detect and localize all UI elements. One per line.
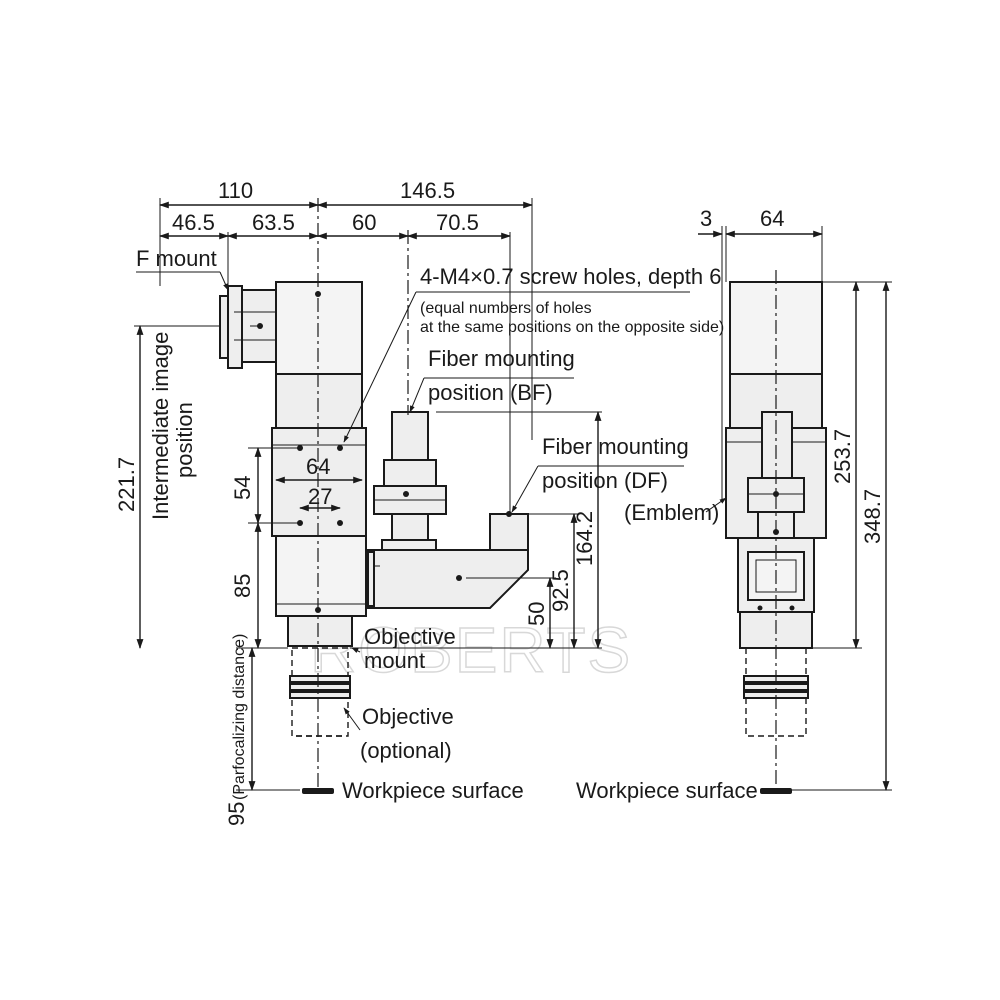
front-view: 3 64 253.7 348.7 (Emblem) Workpiece surf…	[576, 206, 892, 803]
dim-164-2: 164.2	[572, 511, 597, 566]
label-intermediate-2: position	[172, 402, 197, 478]
dim-221-7: 221.7	[114, 457, 139, 512]
label-intermediate-1: Intermediate image	[148, 332, 173, 520]
label-objective-mount-1: Objective	[364, 624, 456, 649]
dim-110: 110	[218, 178, 253, 203]
f-mount	[219, 285, 277, 369]
label-fiber-bf-1: Fiber mounting	[428, 346, 575, 371]
dim-60: 60	[352, 210, 376, 235]
objective-optional	[289, 647, 351, 737]
dim-92-5: 92.5	[548, 569, 573, 612]
label-f-mount: F mount	[136, 246, 217, 271]
dim-85: 85	[230, 574, 255, 598]
dim-3: 3	[700, 206, 712, 231]
label-workpiece-side: Workpiece surface	[342, 778, 524, 803]
label-fiber-bf-2: position (BF)	[428, 380, 553, 405]
workpiece-front	[760, 788, 792, 794]
label-objective-2: (optional)	[360, 738, 452, 763]
label-workpiece-front: Workpiece surface	[576, 778, 758, 803]
dim-64-front: 64	[760, 206, 784, 231]
label-screw-holes: 4-M4×0.7 screw holes, depth 6	[420, 264, 721, 289]
label-fiber-df-2: position (DF)	[542, 468, 668, 493]
dim-46-5: 46.5	[172, 210, 215, 235]
label-objective-1: Objective	[362, 704, 454, 729]
label-screw-note-1: (equal numbers of holes	[420, 300, 592, 317]
dim-348-7: 348.7	[860, 489, 885, 544]
dim-27: 27	[308, 484, 332, 509]
label-screw-note-2: at the same positions on the opposite si…	[420, 319, 724, 336]
dim-95: 95	[224, 802, 249, 826]
middle-body	[271, 427, 367, 537]
side-view: 110 146.5 46.5 63.5 60 70.5 F mount 4-M4…	[114, 178, 724, 826]
dim-70-5: 70.5	[436, 210, 479, 235]
dim-253-7: 253.7	[830, 429, 855, 484]
dim-63-5: 63.5	[252, 210, 295, 235]
illuminator-arm	[365, 411, 529, 609]
dim-64-side: 64	[306, 454, 330, 479]
dim-54: 54	[230, 476, 255, 500]
label-objective-mount-2: mount	[364, 648, 425, 673]
label-emblem: (Emblem)	[624, 500, 719, 525]
dim-50: 50	[524, 602, 549, 626]
workpiece-side	[302, 788, 334, 794]
dim-146-5: 146.5	[400, 178, 455, 203]
label-parfocal: (Parfocalizing distance)	[231, 634, 248, 800]
watermark: ROBERTS	[310, 614, 632, 686]
label-fiber-df-1: Fiber mounting	[542, 434, 689, 459]
